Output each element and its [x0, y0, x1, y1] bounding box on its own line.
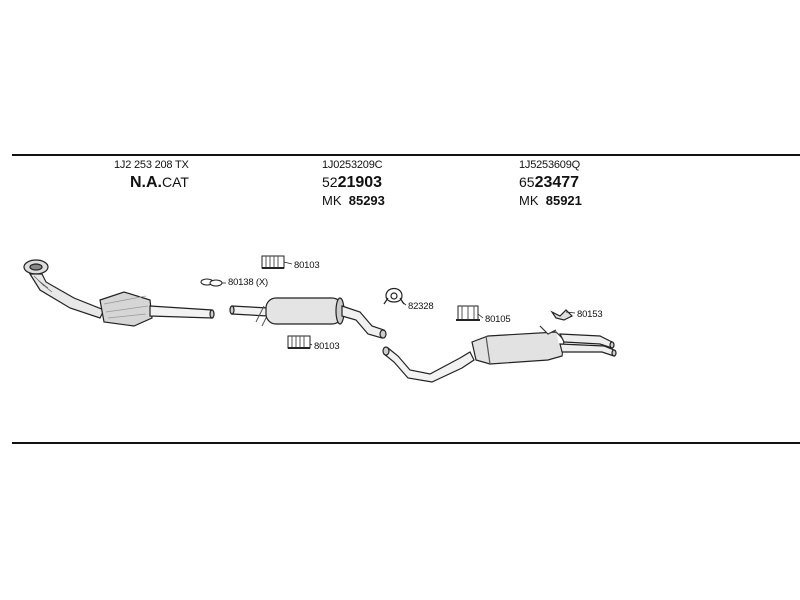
- clamp-icon: [287, 335, 311, 349]
- rear-code-main: 23477: [534, 174, 580, 191]
- rear-code: 6523477: [519, 174, 579, 192]
- clamp-upper-label: 80103: [294, 260, 320, 271]
- oe-number-cat: 1J2 253 208 TX: [114, 159, 189, 171]
- bracket-label: 80153: [577, 309, 603, 320]
- middle-code: 5221903: [322, 174, 382, 192]
- rear-silencer-icon: [382, 325, 617, 383]
- oe-number-rear: 1J5253609Q: [519, 159, 580, 171]
- ring-label: 82328: [408, 301, 434, 312]
- rear-code-prefix: 65: [519, 174, 535, 190]
- oe-number-middle: 1J0253209C: [322, 159, 383, 171]
- bottom-divider: [12, 442, 800, 444]
- hanger-label: 80105: [485, 314, 511, 325]
- clamp-lower-label: 80103: [314, 341, 340, 352]
- middle-mk: MK 85293: [322, 193, 385, 208]
- gasket-label: 80138 (X): [228, 277, 268, 288]
- rubber-ring-icon: [383, 287, 405, 305]
- gasket-icon: [200, 278, 223, 287]
- cat-code-suffix: CAT: [162, 174, 189, 190]
- middle-silencer-icon: [229, 297, 387, 339]
- catalytic-converter-icon: [23, 259, 215, 327]
- rear-mk-prefix: MK: [519, 193, 539, 208]
- middle-mk-prefix: MK: [322, 193, 342, 208]
- rear-mk-value: 85921: [545, 193, 582, 208]
- rear-mk: MK 85921: [519, 193, 582, 208]
- top-divider: [12, 154, 800, 156]
- cat-code-main: N.A.: [130, 174, 162, 191]
- middle-code-main: 21903: [337, 174, 383, 191]
- cat-code: N.A.CAT: [130, 174, 189, 192]
- leader-lines: [222, 261, 576, 346]
- clamp-icon: [261, 255, 285, 269]
- hanger-icon: [456, 305, 480, 321]
- middle-code-prefix: 52: [322, 174, 338, 190]
- middle-mk-value: 85293: [348, 193, 385, 208]
- bracket-icon: [550, 309, 574, 321]
